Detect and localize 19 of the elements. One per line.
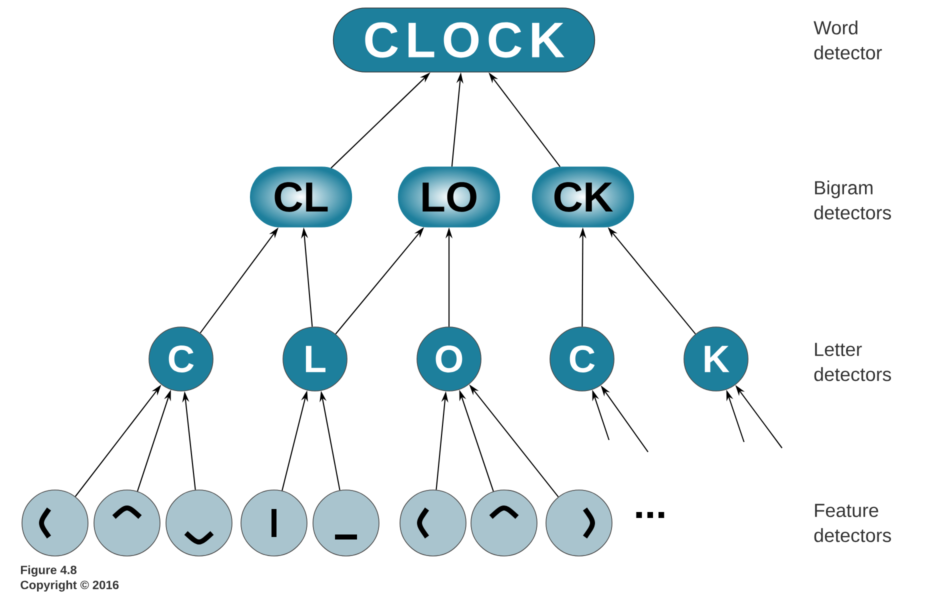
feature-circle [400,490,466,556]
feature-circle [240,490,308,556]
level-label: Bigram detectors [814,180,891,220]
feature-circle [94,490,160,556]
bigram-box: CL [250,166,352,228]
feature-circle [546,490,612,556]
feature-circle [166,490,232,556]
copyright-note: Copyright © 2016 [20,580,119,592]
level-label: Word detector [814,20,882,60]
feature-circle [22,490,88,556]
feature-circle [312,490,380,556]
level-label: Feature detectors [814,504,891,542]
word-box: CLOCK [332,8,596,72]
figure-caption: Figure 4.8 [21,565,77,577]
level-label: Letter detectors [814,342,891,382]
ellipsis: ... [636,512,664,518]
bigram-box: CK [532,166,634,228]
bigram-box: LO [398,166,500,228]
feature-circle [470,490,538,556]
